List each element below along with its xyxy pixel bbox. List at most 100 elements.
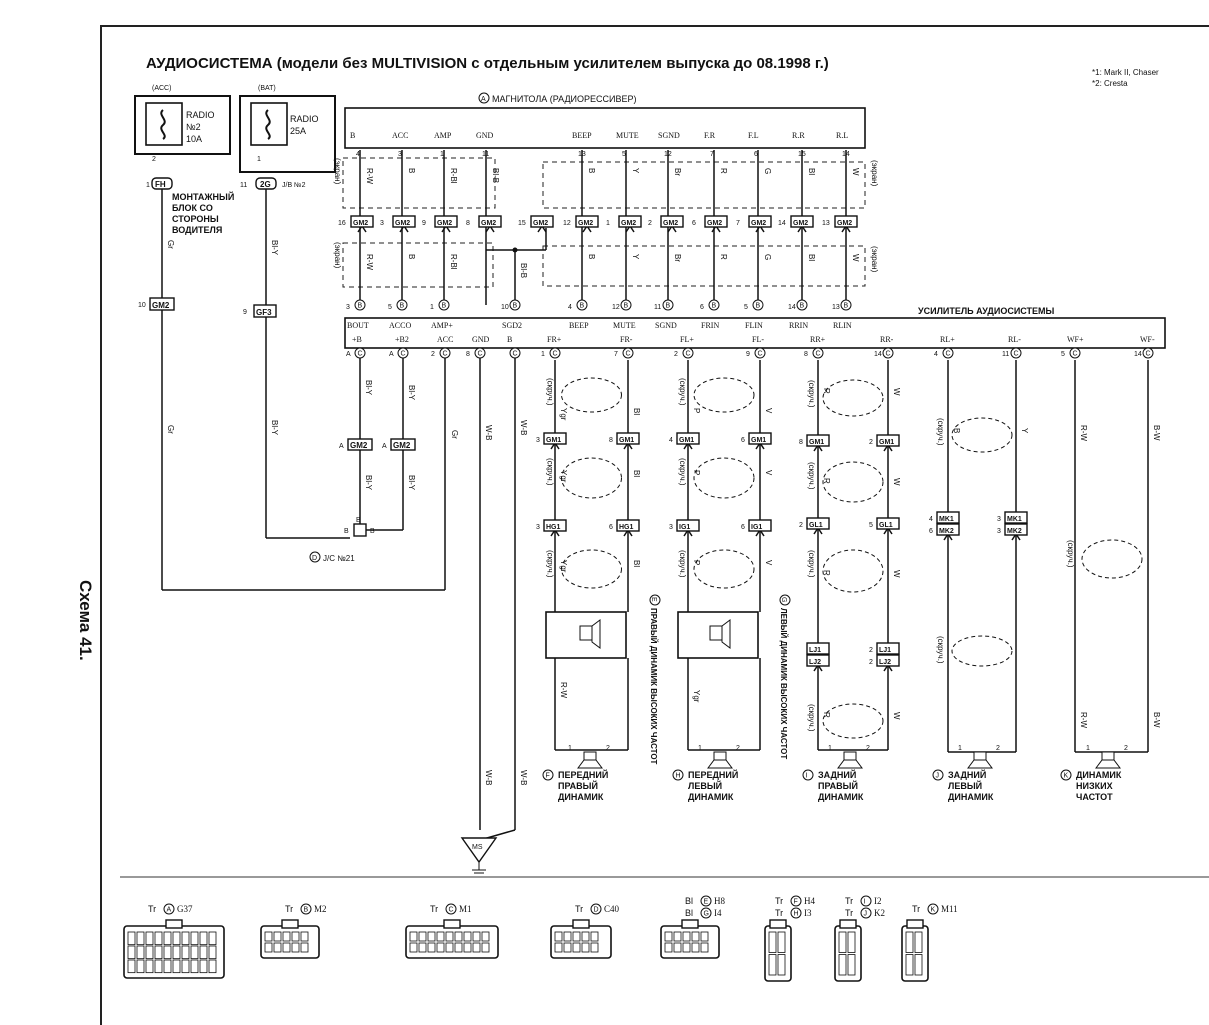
connector-cavity — [838, 954, 847, 976]
wire-color-label: R-W — [1079, 425, 1088, 441]
amp-pin-b — [662, 299, 674, 311]
amp-pin: 5 — [1061, 351, 1065, 358]
wire-color-wb: W-B — [519, 770, 528, 785]
legend-prefix: Tr — [285, 904, 293, 914]
inline-connector-pin: 2 — [799, 522, 803, 529]
legend-code: M1 — [459, 904, 472, 914]
svg-text:СТОРОНЫ: СТОРОНЫ — [172, 214, 219, 224]
amp-pin-b-letter: B — [624, 303, 629, 310]
wire-color-label: W — [851, 254, 860, 262]
inline-connector-pin: 3 — [997, 528, 1001, 535]
shield-label: (экран) — [333, 158, 342, 185]
legend-tag-letter: K — [931, 907, 936, 914]
speaker-cone — [577, 759, 603, 769]
inline-connector — [543, 432, 567, 445]
speaker-tag — [1060, 769, 1072, 781]
wire-color-label: W — [892, 388, 901, 396]
jb-pin: 1 — [146, 182, 150, 189]
wire-color-label: R — [822, 388, 831, 394]
wire-color-label: Ygr — [559, 560, 568, 573]
inline-connector — [806, 642, 830, 655]
wire-color-label: B-W — [1152, 712, 1161, 728]
legend-tag — [790, 907, 802, 919]
connector-cavity — [554, 931, 563, 942]
gm2-connector: GM2 — [152, 301, 170, 310]
head-unit-tag: A — [481, 96, 486, 103]
inline-connector — [1004, 511, 1028, 524]
connector-cavity — [777, 931, 786, 953]
inline-connector — [676, 519, 700, 532]
amplifier: УСИЛИТЕЛЬ АУДИОСИСТЕМЫ BOUTB3ACCOB5AMP+B… — [344, 299, 1166, 359]
amp-pin-b-letter: B — [513, 303, 518, 310]
wire-color-label: B-W — [1152, 425, 1161, 441]
inline-connector-pin: 3 — [536, 524, 540, 531]
gf3-connector: GF3 — [256, 308, 272, 317]
connector-cavity — [190, 931, 199, 946]
wire-color-label: Br — [673, 168, 682, 176]
wire-color-label: R — [719, 168, 728, 174]
wire-color-label: Bl — [632, 560, 641, 567]
amp-pin-b — [576, 299, 588, 311]
connector-cavity — [472, 942, 481, 953]
amp-pin-c-letter: C — [1073, 351, 1078, 358]
legend-code: I2 — [874, 896, 882, 906]
wire-color-label: G — [763, 168, 772, 174]
power-wires — [161, 189, 446, 591]
legend-code: G37 — [177, 904, 193, 914]
connector-cavity — [664, 931, 673, 942]
amp-pin-c-letter: C — [478, 351, 483, 358]
amplifier-label: УСИЛИТЕЛЬ АУДИОСИСТЕМЫ — [918, 306, 1055, 316]
connector-cavity — [136, 931, 145, 946]
fuse-pin: 2 — [152, 156, 156, 163]
inline-connector-label: LJ2 — [879, 659, 891, 666]
speaker-label-line: ДИНАМИК — [1076, 770, 1122, 780]
speaker-cone — [967, 759, 993, 769]
jb-connector: 2G — [260, 180, 271, 189]
connector-cavity — [454, 942, 463, 953]
amp-pin: 10 — [501, 304, 509, 311]
amp-pin: 14 — [1134, 351, 1142, 358]
connector-cavity — [682, 931, 691, 942]
wire-color-label: B — [587, 254, 596, 259]
head-unit-terminal: B — [350, 131, 355, 140]
inline-connector-pin: 4 — [929, 516, 933, 523]
wire-color-bly: Bl-Y — [364, 475, 373, 491]
inline-connector — [543, 519, 567, 532]
connector-cavity — [572, 931, 581, 942]
wire-color-label: W — [892, 712, 901, 720]
legend-code: M11 — [941, 904, 958, 914]
gm2-connector — [704, 215, 728, 228]
speaker-tag — [932, 769, 944, 781]
amp-pin-c-letter: C — [553, 351, 558, 358]
gm2-pin-a: A — [382, 443, 387, 450]
amp-pin: A — [346, 351, 351, 358]
amp-pin: 12 — [612, 304, 620, 311]
gm2-connector — [790, 215, 814, 228]
legend-tag-letter: C — [449, 907, 454, 914]
connector-cavity — [768, 954, 777, 976]
wire-color-label: Bl — [807, 254, 816, 261]
inline-connector-label: GM1 — [546, 437, 561, 444]
connector-cavity — [136, 959, 145, 974]
amp-pin-b-letter: B — [800, 303, 805, 310]
wire-color-gr: Gr — [450, 430, 459, 439]
fuse-radio-25a: (BAT) RADIO 25A 1 11 2G J/B №2 — [239, 85, 336, 190]
connector-cavity — [700, 931, 709, 942]
gm2-pin: 8 — [466, 220, 470, 227]
legend-prefix: Tr — [148, 904, 156, 914]
amp-output-terminal: +B2 — [395, 335, 409, 344]
amp-pin: 9 — [746, 351, 750, 358]
wire-color-label: Bl-B — [491, 168, 500, 183]
connector-cavity — [163, 931, 172, 946]
connector-latch — [281, 919, 299, 929]
amp-output-terminal: FR- — [620, 335, 633, 344]
speaker-tag-letter: J — [936, 773, 940, 780]
legend-tag-letter: J — [864, 911, 868, 918]
amp-pin-c-letter: C — [1014, 351, 1019, 358]
connector-cavity — [436, 942, 445, 953]
amp-input-terminal: MUTE — [613, 321, 636, 330]
wire-color-label: B — [952, 428, 961, 433]
